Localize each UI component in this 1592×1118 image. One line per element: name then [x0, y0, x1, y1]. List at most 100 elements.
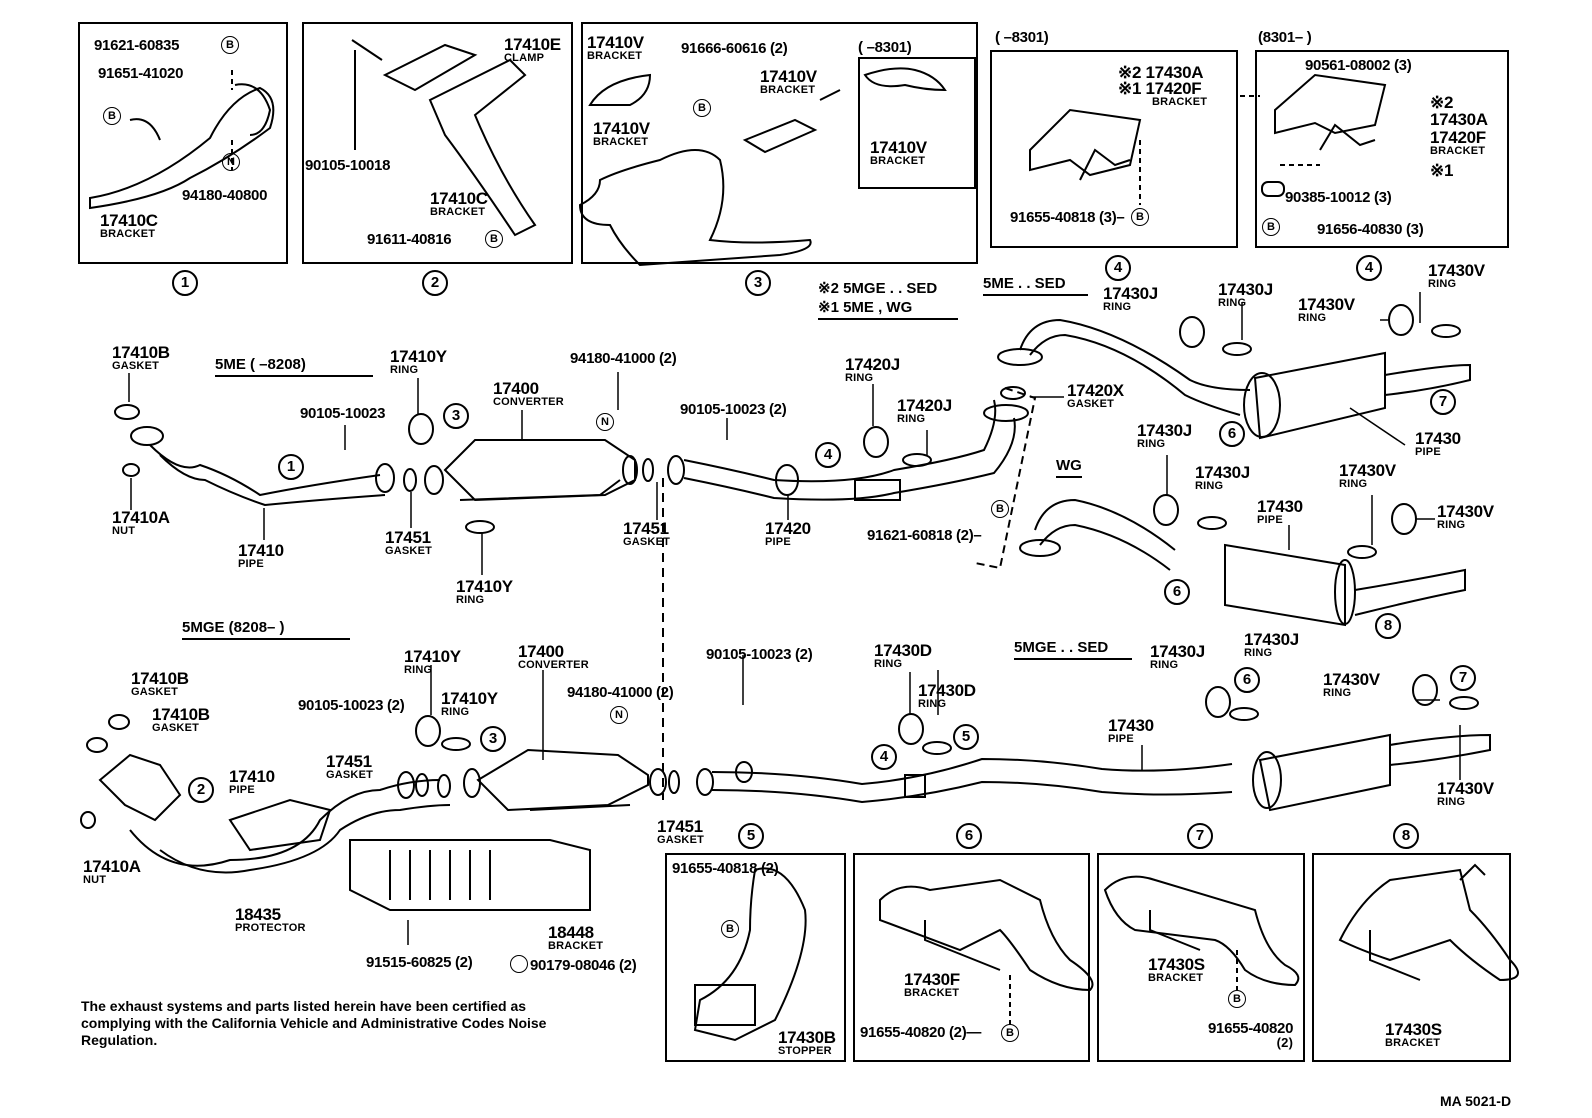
part-name: RING [1244, 647, 1273, 659]
part-number: 17410 [238, 541, 284, 560]
bolt-mark-b: B [721, 920, 739, 938]
part-name: GASKET [152, 722, 200, 734]
part-number: 17451 [326, 752, 372, 771]
inset2-clamp-bracket-drawing [351, 39, 537, 237]
part-number: 17410Y [456, 577, 513, 596]
callout-7: 7 [1430, 389, 1456, 415]
callout-6: 6 [1164, 579, 1190, 605]
bolt-mark-b: B [1228, 990, 1246, 1008]
inset-box-5 [665, 853, 846, 1062]
lower-center-rear-drawing [696, 733, 1491, 812]
part-name: RING [390, 364, 419, 376]
callout-2: 2 [422, 270, 448, 296]
callout-4: 4 [1356, 255, 1382, 281]
inset-box-3-subbox [858, 57, 976, 189]
lower-front-pipe-drawing [80, 714, 451, 874]
part-name: RING [874, 658, 903, 670]
part-number: 17410A [83, 857, 141, 876]
part-number: 17430V [1323, 670, 1380, 689]
part-name: RING [404, 664, 433, 676]
inset7-bracket-drawing [1103, 875, 1300, 990]
part-name: BRACKET [430, 206, 486, 218]
bolt-mark-b: B [693, 99, 711, 117]
part-number: 90179-08046 (2) [530, 957, 637, 974]
inset1-bracket-drawing [89, 70, 275, 210]
part-number: 17410V [593, 119, 650, 138]
callout-2: 2 [188, 777, 214, 803]
date-range: ( –8301) [995, 29, 1049, 46]
callout-3: 3 [480, 726, 506, 752]
part-number: 90105-10023 (2) [298, 697, 405, 714]
part-name: BRACKET [1152, 96, 1208, 108]
part-number: 91655-40820 [1208, 1020, 1294, 1037]
part-number: 91621-60818 (2)– [867, 527, 982, 544]
part-name: GASKET [1067, 398, 1115, 410]
date-range: ( –8301) [858, 39, 912, 56]
bolt-mark-b: B [1131, 208, 1149, 226]
part-name: RING [1298, 312, 1327, 324]
callout-4: 4 [871, 744, 897, 770]
part-number: 91515-60825 (2) [366, 954, 473, 971]
part-number: 91655-40820 (2)— [860, 1024, 982, 1041]
upper-center-pipe-drawing [683, 348, 1043, 570]
nut-mark-n: N [610, 706, 628, 724]
part-name: RING [456, 594, 485, 606]
certification-disclaimer: The exhaust systems and parts listed her… [81, 998, 547, 1048]
part-number: 91621-60835 [94, 37, 180, 54]
part-number: 17410C [100, 211, 158, 230]
part-number: 17430A [1430, 110, 1488, 129]
part-name: BRACKET [1148, 972, 1204, 984]
part-name: GASKET [623, 536, 671, 548]
callout-3: 3 [745, 270, 771, 296]
bolt-mark-b: B [1262, 218, 1280, 236]
part-name: RING [1428, 278, 1457, 290]
part-name: PROTECTOR [235, 922, 306, 934]
part-name: CONVERTER [518, 659, 589, 671]
part-number: 17430B [778, 1028, 836, 1047]
part-name: PIPE [238, 558, 264, 570]
part-number: 94180-41000 (2) [567, 684, 674, 701]
inset-box-4b [1255, 50, 1509, 248]
callout-1: 1 [278, 454, 304, 480]
part-name: BRACKET [870, 155, 926, 167]
inset-box-4a [990, 50, 1238, 248]
callout-8: 8 [1375, 613, 1401, 639]
wg-rear-muffler-drawing [1019, 498, 1466, 627]
part-number: 90385-10012 (3) [1285, 189, 1392, 206]
part-name: BRACKET [1385, 1037, 1441, 1049]
variant-5mge-8208: 5MGE (8208– ) [182, 620, 350, 640]
part-number: 17410V [760, 67, 817, 86]
part-name: RING [897, 413, 926, 425]
part-number: 17420 [765, 519, 811, 538]
part-name: RING [845, 372, 874, 384]
variant-5mge-sed: 5MGE . . SED [1014, 640, 1132, 660]
part-number: 17420J [845, 355, 900, 374]
inset-box-3 [581, 22, 978, 264]
part-number: 17430S [1385, 1020, 1442, 1039]
part-name: BRACKET [1430, 145, 1486, 157]
part-name: BRACKET [100, 228, 156, 240]
part-name: RING [918, 698, 947, 710]
nut-mark-n: N [222, 153, 240, 171]
date-range: (8301– ) [1258, 29, 1312, 46]
part-name: RING [1437, 519, 1466, 531]
part-number: 18448 [548, 923, 594, 942]
callout-1: 1 [172, 270, 198, 296]
